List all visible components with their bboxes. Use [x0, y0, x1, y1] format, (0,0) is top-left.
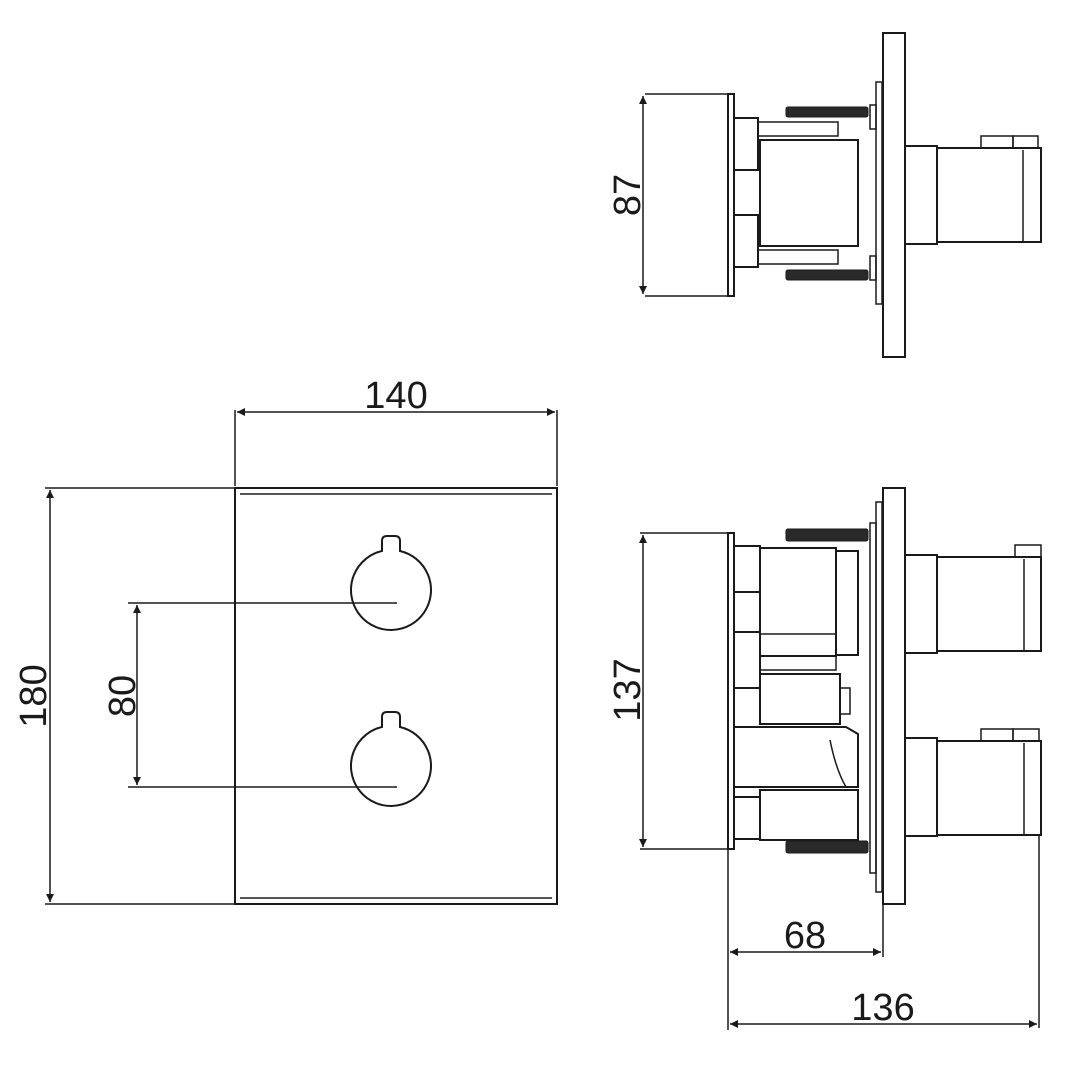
mounting-flange — [882, 32, 906, 358]
bottom-side-view: 137 68 136 — [607, 487, 1042, 1030]
top-side-view: 87 — [607, 32, 1042, 358]
mounting-bolt — [785, 840, 869, 854]
partial-depth-label: 68 — [784, 915, 826, 957]
height-dimension-label: 180 — [13, 664, 55, 727]
front-view: 140 180 80 — [13, 375, 558, 905]
handle-spacing-label: 80 — [102, 675, 144, 717]
mounting-bolt — [785, 106, 869, 118]
width-dimension-label: 140 — [364, 375, 427, 417]
cover-plate — [234, 487, 558, 905]
mounting-bolt — [785, 269, 869, 281]
mounting-bolt — [785, 528, 869, 542]
lower-handle-opening — [350, 711, 432, 807]
mounting-flange — [882, 487, 906, 905]
top-height-label: 87 — [607, 174, 649, 216]
total-depth-label: 136 — [851, 987, 914, 1029]
upper-handle-opening — [350, 535, 432, 631]
bottom-height-label: 137 — [607, 658, 649, 721]
